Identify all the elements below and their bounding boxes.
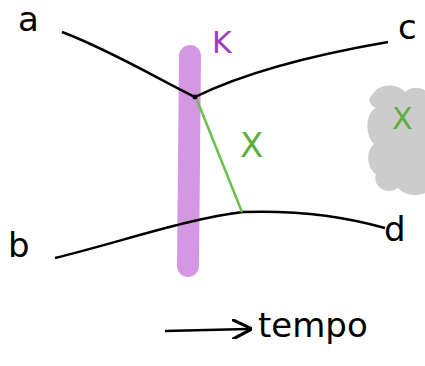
line-label: c: [398, 10, 417, 44]
vertex-dot: [193, 95, 198, 100]
exchange-line: [197, 100, 242, 212]
axis-label: tempo: [258, 308, 368, 342]
time-arrow: [165, 329, 248, 331]
lower-line: [55, 212, 385, 258]
line-label: d: [384, 212, 406, 246]
line-label: b: [8, 228, 30, 262]
band-label: K: [212, 28, 232, 58]
cloud-label: X: [392, 104, 413, 134]
purple-band: [188, 56, 190, 266]
exchange-label: X: [240, 128, 263, 162]
line-label: a: [18, 2, 39, 36]
grey-cloud: [367, 86, 425, 195]
